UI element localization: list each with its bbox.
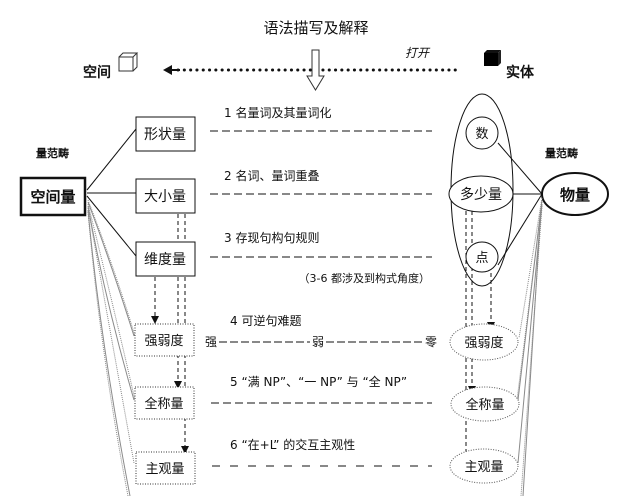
diagram-title: 语法描写及解释 [263,19,368,37]
size-quantity-label: 大小量 [144,189,186,205]
topic-1: 1 名量词及其量词化 [224,105,331,120]
topic-3: 3 存现句构句规则 [224,230,319,245]
space-quantity-box [19,176,87,217]
point-label: 点 [475,251,488,266]
scale-middle: 弱 [312,335,324,349]
open-cube-icon [118,52,139,72]
intensity-box-left [134,323,195,357]
open-label: 打开 [405,46,431,60]
subjective-box-left [135,451,196,485]
subjective-node-right [449,448,519,484]
entity-label: 实体 [506,64,535,81]
connector-point [497,193,543,266]
connector-shape [86,128,137,191]
topic-5: 5 “满 NP”、“一 NP” 与 “全 NP” [230,374,407,389]
dimension-quantity-box [135,241,196,277]
left-dotted-boxes: 强弱度 全称量 主观量 [134,323,196,485]
construction-note: （3-6 都涉及到构式角度） [299,271,430,285]
space-quantity-label: 空间量 [30,188,75,206]
solid-cube-icon [484,50,501,66]
subjective-label-left: 主观量 [145,462,184,477]
amount-label: 多少量 [460,186,502,203]
scale-start: 强 [205,335,217,349]
left-arrow-icon [163,65,172,75]
universal-label-left: 全称量 [144,396,183,412]
number-label: 数 [475,127,488,142]
intensity-node-right [449,323,519,361]
scale-end: 零 [425,335,437,349]
universal-node-right [450,386,520,422]
universal-label-right: 全称量 [465,397,504,413]
space-label: 空间 [83,64,111,81]
shape-quantity-label: 形状量 [144,127,186,143]
topic-4: 4 可逆句难题 [230,313,301,328]
shape-quantity-box [135,116,196,152]
number-node [465,116,499,150]
topic-6: 6 “在+L” 的交互主观性 [230,437,355,452]
intensity-label-right: 强弱度 [464,335,503,351]
top-axis: 打开 空间 实体 [83,46,535,91]
connector-number [497,142,543,195]
topic-2: 2 名词、量词重叠 [224,168,319,183]
universal-box-left [134,386,195,420]
dimension-quantity-label: 维度量 [144,252,186,268]
left-category-caption: 量范畴 [36,146,69,160]
right-category-caption: 量范畴 [545,146,578,160]
left-vertical-dashes [151,214,189,454]
intensity-label-left: 强弱度 [144,333,183,349]
connector-dimension [86,195,137,257]
topics: 1 名量词及其量词化 2 名词、量词重叠 3 存现句构句规则 （3-6 都涉及到… [205,105,437,467]
left-solid-boxes: 形状量 大小量 维度量 [135,116,196,277]
point-node [465,241,499,273]
right-dotted-nodes: 强弱度 全称量 主观量 [449,323,520,484]
subjective-label-right: 主观量 [464,460,503,475]
right-gray-connectors [516,197,543,496]
right-solid-nodes: 数 多少量 点 [448,116,514,273]
size-quantity-box [135,178,196,214]
left-gray-connectors [87,199,136,496]
object-quantity-label: 物量 [560,186,590,204]
down-arrow-icon [306,49,325,91]
